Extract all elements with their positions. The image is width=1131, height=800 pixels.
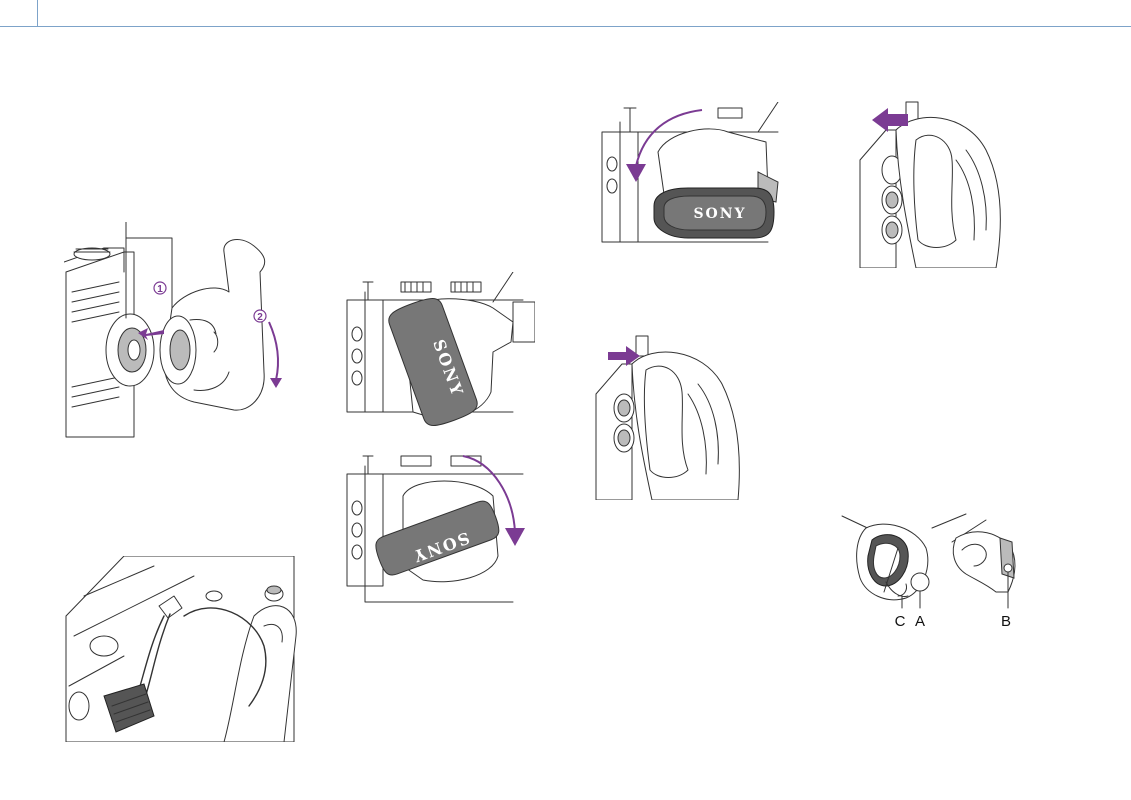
step-number-2: 2 xyxy=(257,312,263,323)
figure-release-push xyxy=(592,334,744,500)
figure-hand-strap-parts: C A B xyxy=(836,508,1032,632)
figure-cable-routing xyxy=(64,556,300,742)
figure-grip-attach-mount: 1 2 xyxy=(64,222,300,440)
sony-logo-3: SONY xyxy=(693,206,746,222)
figure-grip-belt-front: SONY xyxy=(343,272,535,432)
label-b: B xyxy=(1001,613,1011,630)
header-rule xyxy=(0,26,1131,27)
header-divider-tick xyxy=(37,0,38,27)
label-c: C xyxy=(895,613,906,630)
step-number-1: 1 xyxy=(157,284,163,295)
figure-grip-rotate-down: SONY xyxy=(343,446,535,606)
label-a: A xyxy=(915,613,925,630)
figure-grip-rotate-up: SONY xyxy=(598,102,790,250)
figure-release-pull xyxy=(856,100,1006,268)
